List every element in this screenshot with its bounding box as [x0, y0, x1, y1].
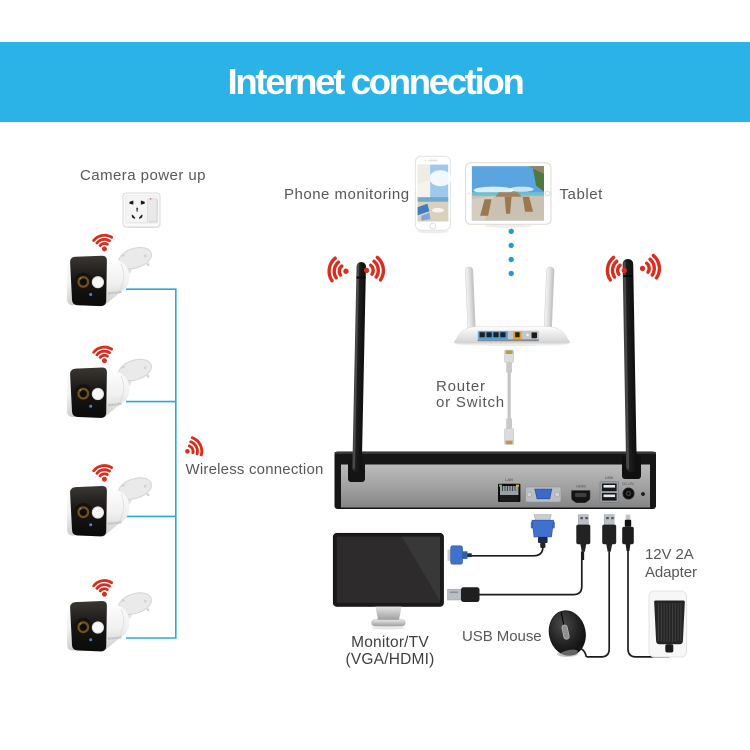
svg-text:LAN: LAN [505, 477, 513, 482]
svg-text:DC-12V: DC-12V [622, 482, 634, 486]
svg-text:HDMI: HDMI [576, 485, 585, 489]
svg-text:USB: USB [605, 475, 614, 480]
